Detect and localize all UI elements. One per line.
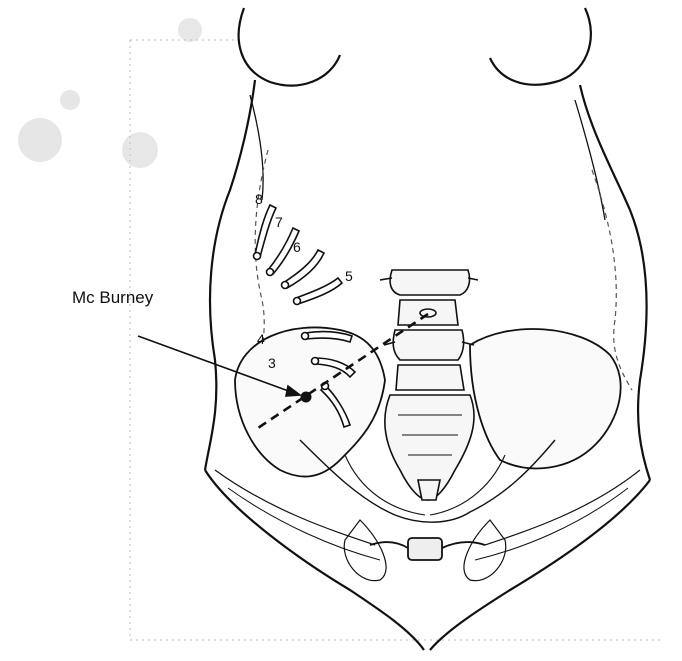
marker-6-dot <box>282 282 289 289</box>
marker-label-7: 7 <box>275 214 283 230</box>
marker-label-5: 5 <box>345 268 353 284</box>
marker-7-dot <box>267 269 274 276</box>
marker-label-8: 8 <box>255 191 263 207</box>
marker-8-dot <box>254 253 261 260</box>
marker-5-shape <box>296 278 342 304</box>
marker-6-shape <box>283 250 324 288</box>
marker-8-shape <box>255 205 276 257</box>
marker-4-dot <box>302 333 309 340</box>
marker-5-dot <box>294 298 301 305</box>
marker-label-4: 4 <box>257 331 265 347</box>
marker-label-6: 6 <box>293 239 301 255</box>
marker-3a-dot <box>312 358 319 365</box>
lumbar-spine <box>380 270 478 500</box>
mcburney-point <box>301 392 312 403</box>
mcburney-label: Mc Burney <box>72 288 153 308</box>
scan-artifacts <box>18 18 202 168</box>
marker-label-3: 3 <box>268 355 276 371</box>
